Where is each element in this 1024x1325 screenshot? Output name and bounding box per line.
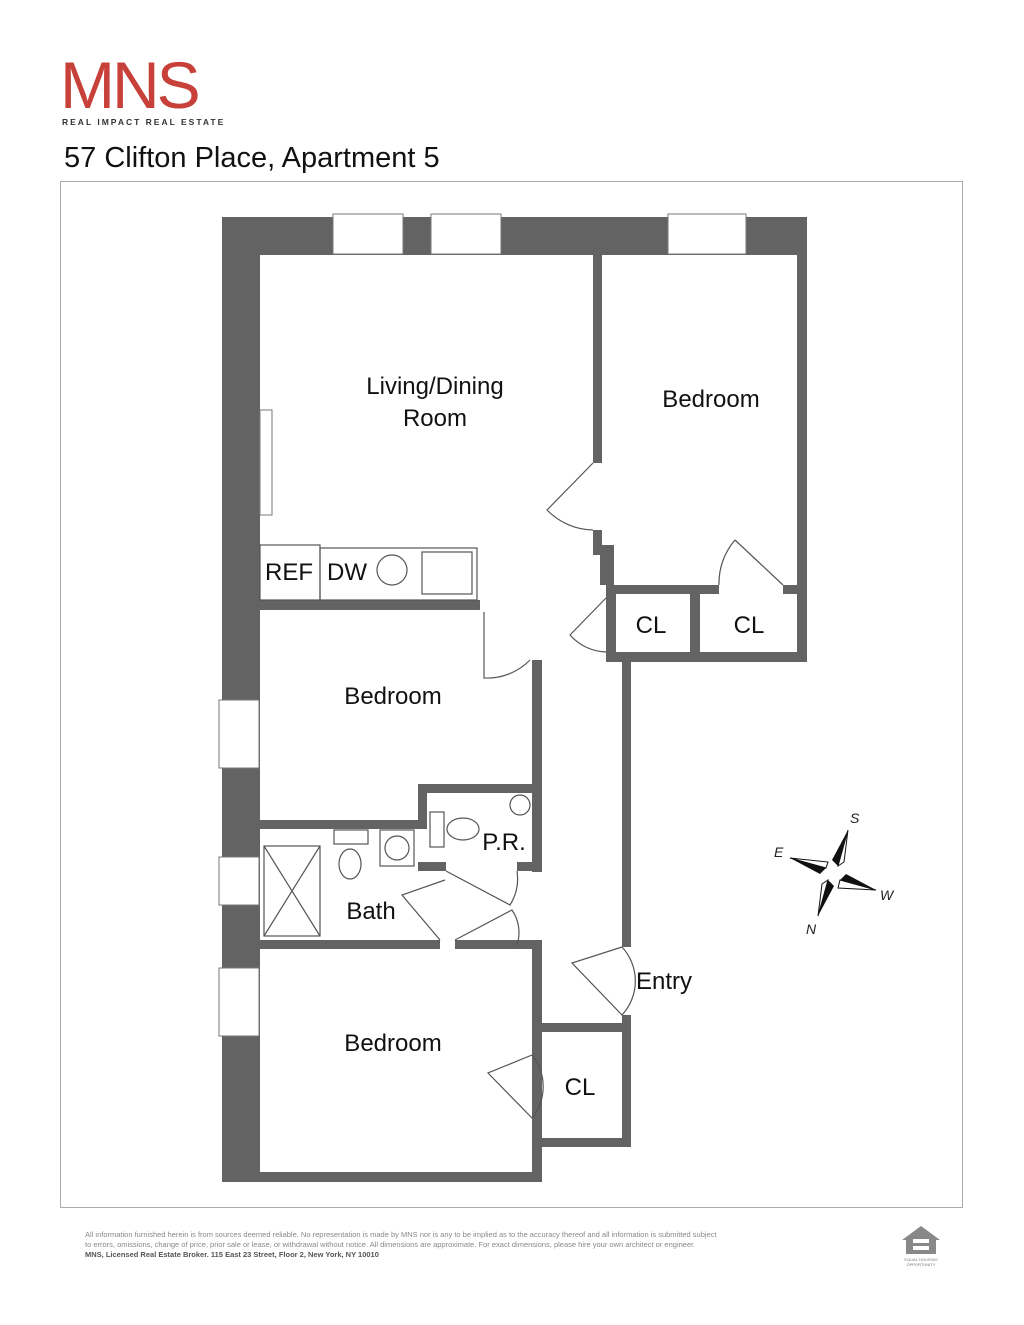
fixtures	[259, 544, 531, 937]
label-closet-2: CL	[733, 612, 765, 639]
room-label-entry: Entry	[635, 968, 693, 995]
page-title: 57 Clifton Place, Apartment 5	[64, 142, 440, 174]
room-label-bedroom-mid: Bedroom	[344, 683, 442, 710]
disclaimer-line: All information furnished herein is from…	[85, 1230, 717, 1239]
windows	[218, 213, 747, 1037]
room-label-line: Living/Dining	[366, 373, 504, 400]
door-swings	[400, 462, 784, 1119]
compass-e: E	[774, 844, 784, 860]
compass-w: W	[880, 887, 894, 903]
brand-logo: MNS	[60, 48, 201, 122]
brand-tagline: REAL IMPACT REAL ESTATE	[62, 117, 226, 127]
equal-housing-logo: EQUAL HOUSING OPPORTUNITY	[900, 1224, 942, 1267]
room-label-bedroom-ne: Bedroom	[662, 386, 760, 413]
room-label-bedroom-s: Bedroom	[344, 1030, 442, 1057]
compass-n: N	[806, 921, 817, 937]
compass-s: S	[850, 810, 860, 826]
disclaimer: All information furnished herein is from…	[85, 1230, 875, 1260]
room-label-bath: Bath	[346, 898, 396, 925]
label-dw: DW	[327, 559, 367, 586]
room-label-powder-room: P.R.	[482, 829, 526, 856]
broker-address: MNS, Licensed Real Estate Broker. 115 Ea…	[85, 1250, 379, 1259]
compass-rose-icon	[789, 829, 877, 917]
room-label-line: Room	[402, 405, 468, 432]
plan-frame	[60, 181, 963, 1208]
equal-housing-icon	[902, 1226, 940, 1254]
label-closet-3: CL	[564, 1074, 596, 1101]
disclaimer-line: to errors, omissions, change of price, p…	[85, 1240, 696, 1249]
label-closet-1: CL	[635, 612, 667, 639]
equal-housing-text: EQUAL HOUSING OPPORTUNITY	[904, 1257, 938, 1267]
walls	[222, 217, 807, 1182]
room-label-living: Living/Dining Room	[366, 371, 503, 435]
label-ref: REF	[265, 559, 313, 586]
